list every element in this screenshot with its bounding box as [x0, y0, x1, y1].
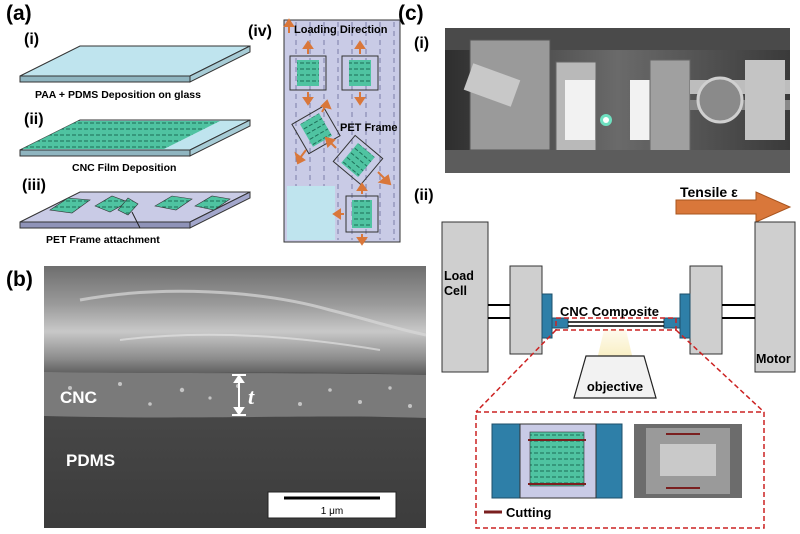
scale-bar-label: 1 μm: [321, 506, 343, 517]
step-ii-label: (ii): [24, 111, 44, 128]
thickness-indicator: [232, 374, 246, 416]
schematic-label: (ii): [414, 187, 434, 204]
composite-label: CNC Composite: [560, 304, 659, 319]
step-i-label: (i): [24, 31, 39, 48]
loading-direction-label: Loading Direction: [294, 24, 388, 36]
pet-frame-label: PET Frame: [340, 122, 397, 134]
glass-slide-ii: [19, 119, 251, 157]
load-cell-label-line1: Load: [444, 269, 474, 283]
loading-direction-icon: [283, 18, 295, 33]
scale-bar: [267, 491, 397, 519]
motor-block: [754, 221, 796, 373]
thickness-symbol: t: [248, 384, 255, 409]
load-cell-block: [441, 221, 489, 373]
panel-b: (b) CNC PDMS t 1 μm: [6, 266, 427, 528]
panel-a-label: (a): [6, 2, 32, 25]
panel-a: (a) (i) PAA + PDMS Deposition on glass (…: [6, 2, 401, 246]
load-cell-label-line2: Cell: [444, 284, 467, 298]
photo-label: (i): [414, 35, 429, 52]
motor-label: Motor: [756, 352, 791, 366]
tensile-stage-photo: [445, 28, 790, 173]
pet-frame-sheet: [283, 19, 401, 246]
step-iii-caption: PET Frame attachment: [46, 234, 160, 246]
cnc-layer-label: CNC: [60, 388, 97, 407]
tensile-label: Tensile ε: [680, 184, 738, 200]
objective-shape: [573, 355, 657, 399]
tensile-schematic: [441, 221, 796, 399]
cutting-label: Cutting: [506, 505, 552, 520]
panel-b-label: (b): [6, 268, 33, 291]
zoom-inset: [475, 329, 765, 529]
step-ii-caption: CNC Film Deposition: [72, 162, 176, 174]
glass-slide-i: [19, 45, 251, 83]
tensile-arrow-icon: [675, 191, 792, 223]
objective-label: objective: [587, 379, 643, 394]
step-iv-label: (iv): [248, 23, 272, 40]
step-iii-label: (iii): [22, 177, 46, 194]
pdms-layer-label: PDMS: [66, 451, 115, 470]
sem-image: [44, 266, 427, 528]
glass-slide-iii: [19, 191, 251, 229]
panel-c: (c) (i) (ii) Tensile ε: [398, 2, 796, 529]
step-i-caption: PAA + PDMS Deposition on glass: [35, 89, 201, 101]
panel-c-label: (c): [398, 2, 424, 25]
